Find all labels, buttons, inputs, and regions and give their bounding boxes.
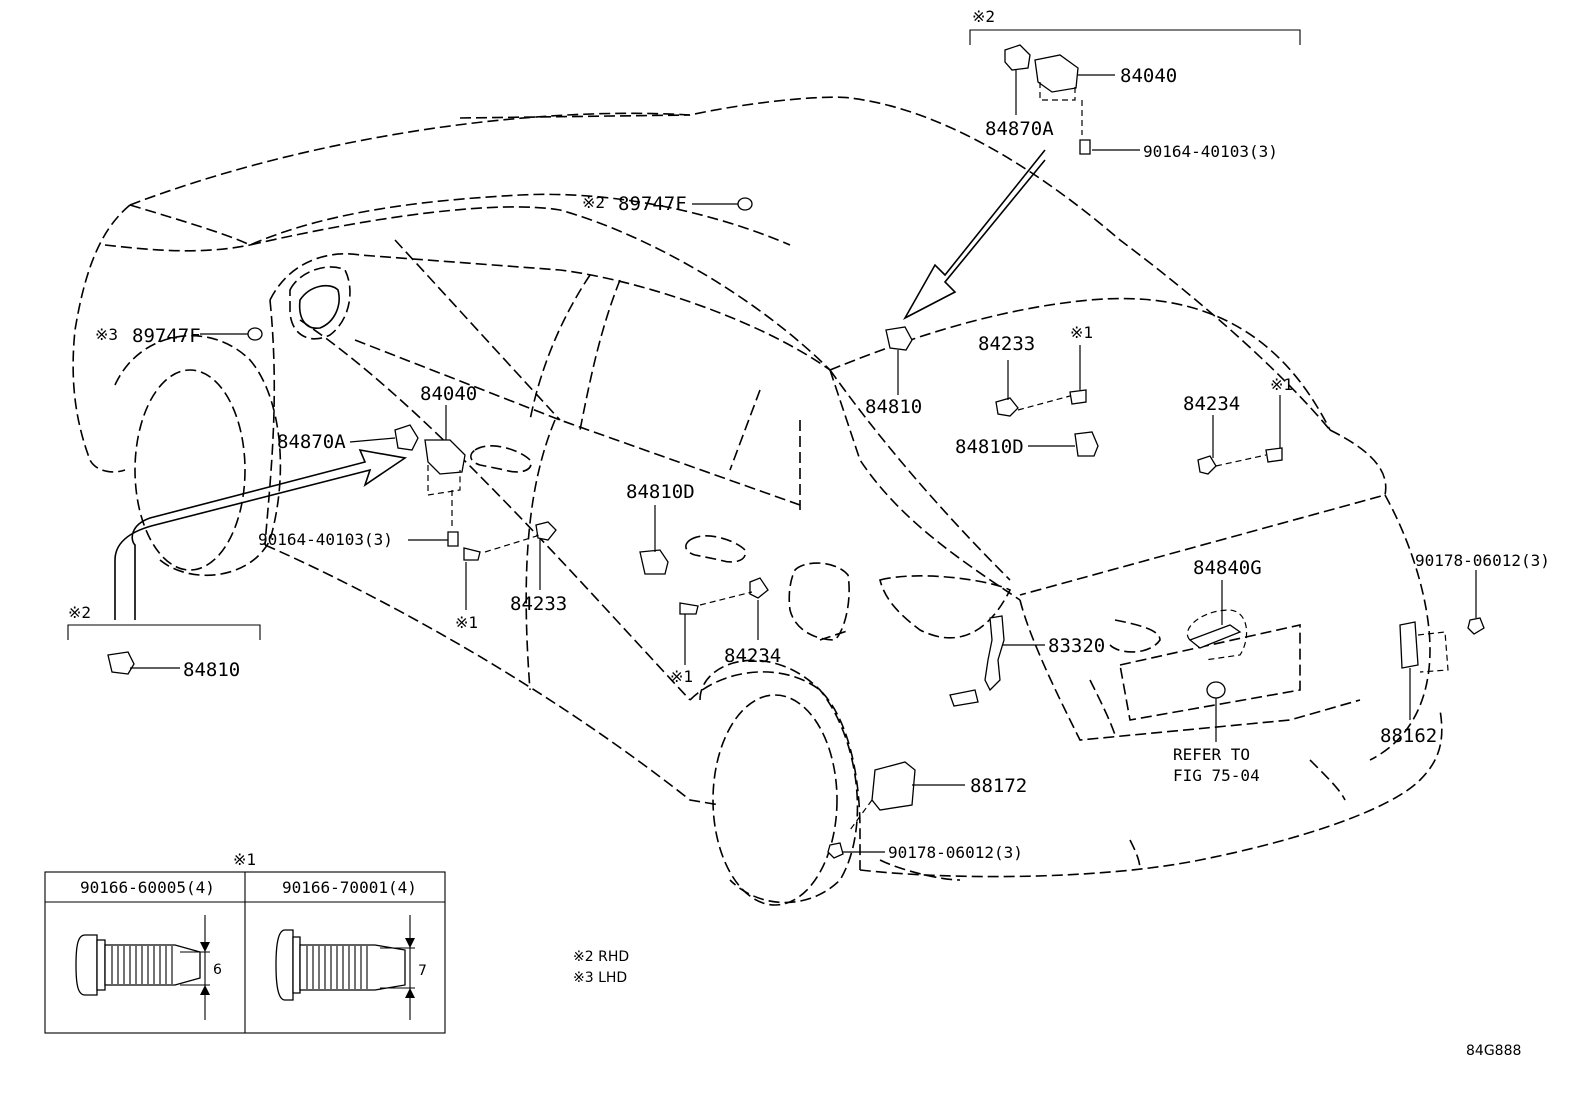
callout-84233-right: 84233 [978,333,1035,355]
callout-90178-right: 90178-06012(3) [1415,551,1550,570]
clip-84233-right [995,397,1019,417]
callout-90164-mid: 90164-40103(3) [258,530,393,549]
nut-90178-right [1467,617,1485,635]
detail-col1-part: 90166-60005(4) [80,878,215,897]
part-84870A-mid [394,424,419,451]
callout-84870A-top: 84870A [985,118,1054,140]
part-84810-right [885,326,913,351]
bolt-90166-60005: 6 [75,915,222,1020]
bolt-90166-70001: 7 [275,915,427,1020]
clip-89747F-left [247,327,263,341]
grommet-refer [1206,681,1226,699]
callout-90178-bottom: 90178-06012(3) [888,843,1023,862]
callout-83320: 83320 [1048,635,1105,657]
screw-mid2 [679,602,699,615]
callout-mark2-top: ※2 [972,7,995,26]
callout-89747F-left: 89747F [132,325,201,347]
callout-refer-1: REFER TO [1173,745,1250,764]
detail-col2-part: 90166-70001(4) [282,878,417,897]
callout-88162: 88162 [1380,725,1437,747]
leader-lines [67,29,1477,853]
clip-89747F-top [737,197,753,211]
callout-89747F-left-mark: ※3 [95,325,118,344]
callout-84810-left: 84810 [183,659,240,681]
callout-84234-right: 84234 [1183,393,1240,415]
screw-right-b [1265,447,1283,463]
note-rhd: ※2 RHD [573,949,629,965]
callout-84810D-right: 84810D [955,436,1024,458]
nut-90178-bottom [827,842,844,859]
detail-col1-dim: 6 [213,962,222,978]
part-84810-left [107,651,135,675]
component-parts [107,44,1485,859]
callout-84840G: 84840G [1193,557,1262,579]
part-83320 [984,615,1005,692]
part-84840G [1188,624,1242,649]
part-84040-top [1034,54,1079,93]
screw-top [1079,139,1091,155]
callout-84040-top: 84040 [1120,65,1177,87]
callout-84040-mid: 84040 [420,383,477,405]
clip-84233-left [535,521,557,541]
callout-mark1-left: ※1 [455,613,478,632]
callout-89747F-top-mark: ※2 [582,193,605,212]
callout-84870A-mid: 84870A [277,431,346,453]
callout-84233-left: 84233 [510,593,567,615]
callout-84810D-mid: 84810D [626,481,695,503]
callout-mark1-mid: ※1 [670,667,693,686]
part-88172 [871,761,916,811]
callout-mark2-left: ※2 [68,603,91,622]
detail-col2-dim: 7 [418,963,427,979]
callout-84810-right: 84810 [865,396,922,418]
callout-refer-2: FIG 75-04 [1173,766,1260,785]
callout-89747F-top: 89747F [618,193,687,215]
detail-table: ※1 90166-60005(4) 90166-70001(4) 6 [44,850,446,1034]
screw-mid [447,531,459,547]
clip-84234-right [1197,455,1217,475]
detail-table-mark: ※1 [233,850,256,869]
callout-90164-top: 90164-40103(3) [1143,142,1278,161]
callout-labels: ※2 84040 84870A 90164-40103(3) ※2 89747F… [68,7,1550,1059]
figure-code: 84G888 [1466,1043,1521,1059]
part-84040-mid [424,439,466,475]
callout-84234-mid: 84234 [724,645,781,667]
part-84810D-mid [639,549,669,575]
pointer-arrows [114,149,1046,620]
callout-mark1-right-b: ※1 [1270,375,1293,394]
callout-88172: 88172 [970,775,1027,797]
clip-84234-mid [749,577,769,599]
callout-mark1-right-a: ※1 [1070,323,1093,342]
vehicle-outline [72,96,1443,906]
part-84810D-right [1074,431,1099,457]
note-lhd: ※3 LHD [573,970,627,986]
part-84870A-top [1004,44,1031,71]
screw-right-a [1069,389,1087,405]
part-88162 [1399,621,1419,669]
screw-left [463,547,481,561]
